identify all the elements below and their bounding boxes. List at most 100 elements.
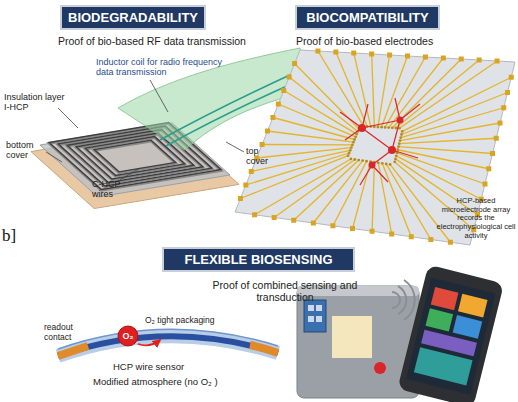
microelectrode-array	[483, 182, 488, 187]
oxygen-arrow	[138, 340, 160, 345]
part-label: Modified atmosphere (no O₂ )	[93, 377, 273, 388]
microelectrode-array	[397, 145, 400, 148]
microelectrode-array	[382, 163, 411, 236]
part-label: Insulation layer I-HCP	[4, 92, 66, 113]
microelectrode-array	[330, 223, 335, 228]
microelectrode-array	[354, 53, 371, 127]
microelectrode-array	[399, 138, 496, 143]
part-label: HCP wire sensor	[113, 362, 233, 373]
leader-lines	[120, 168, 140, 180]
neuron-cells	[388, 146, 396, 154]
neuron-cells	[340, 98, 420, 185]
part-label: top cover	[246, 146, 280, 167]
sensor-package	[304, 300, 326, 332]
microelectrode-array	[401, 108, 504, 138]
hcp-wire-sensor	[58, 329, 278, 356]
microelectrode-array	[276, 102, 281, 107]
microelectrode-array	[384, 126, 387, 129]
microelectrode-array	[486, 166, 491, 171]
microelectrode-array	[399, 61, 497, 128]
microelectrode-array	[348, 152, 351, 155]
microelectrode-array	[294, 160, 359, 220]
hcp-wire-sensor	[58, 329, 278, 349]
microelectrode-array	[387, 53, 392, 58]
part-label: bottom cover	[6, 140, 46, 161]
microelectrode-array	[509, 75, 514, 80]
part-label: O₂ tight packaging	[145, 316, 255, 326]
microelectrode-array	[350, 158, 353, 161]
rf-coil-stack	[94, 140, 175, 172]
microelectrode-array	[389, 163, 392, 166]
leader-lines	[150, 80, 168, 112]
rf-coil-stack	[31, 123, 239, 209]
microelectrode-array	[385, 163, 388, 166]
microelectrode-array	[238, 196, 243, 201]
microelectrode-array	[385, 57, 425, 127]
smartphone	[397, 265, 504, 402]
microelectrode-array	[249, 169, 254, 174]
section-subtitle: Proof of combined sensing and transducti…	[210, 279, 360, 303]
leader-lines	[58, 108, 78, 128]
microelectrode-array	[402, 93, 508, 135]
microelectrode-array	[292, 61, 297, 66]
sensor-package	[316, 316, 322, 322]
microelectrode-array	[459, 57, 464, 62]
microelectrode-array	[352, 141, 355, 144]
microelectrode-array	[289, 77, 358, 131]
sensor-package	[316, 305, 322, 311]
neuron-cells	[358, 124, 366, 132]
microelectrode-array	[354, 135, 357, 138]
microelectrode-array	[333, 50, 338, 55]
smartphone	[431, 287, 459, 310]
microelectrode-array	[441, 56, 446, 61]
microelectrode-array	[291, 218, 296, 223]
microelectrode-array	[393, 161, 396, 164]
microelectrode-array	[381, 162, 384, 165]
microelectrode-array	[477, 58, 482, 63]
microelectrode-array	[357, 159, 360, 162]
part-label: HCP-based microelectrode array records t…	[435, 197, 517, 240]
microelectrode-array	[347, 154, 350, 157]
smartphone	[458, 294, 488, 318]
microelectrode-array	[505, 90, 510, 95]
wireless-signal	[392, 280, 415, 320]
microelectrode-array	[273, 118, 355, 140]
neuron-cells	[397, 117, 404, 124]
microelectrode-array	[401, 130, 404, 133]
leader-lines	[46, 152, 62, 162]
microelectrode-array	[405, 54, 410, 59]
wireless-signal	[392, 292, 400, 308]
part-label: Inductor coil for radio frequency data t…	[96, 57, 236, 78]
rf-coil-stack	[85, 137, 185, 176]
microelectrode-array	[409, 234, 414, 239]
microelectrode-array	[394, 158, 397, 161]
microelectrode-array	[399, 139, 402, 142]
section-header: BIODEGRADABILITY	[60, 5, 206, 30]
section-title: BIODEGRADABILITY	[68, 10, 198, 25]
microelectrode-array	[243, 183, 248, 188]
microelectrode-array	[287, 75, 292, 80]
microelectrode-array	[260, 142, 265, 147]
microelectrode-array	[315, 49, 320, 54]
microelectrode-array	[372, 162, 374, 231]
part-label: readout contact	[44, 323, 84, 343]
section-subtitle: Proof of bio-based RF data transmission	[58, 35, 258, 47]
section-title: FLEXIBLE BIOSENSING	[184, 252, 332, 267]
microelectrode-array	[423, 55, 428, 60]
leader-lines	[226, 142, 244, 152]
microelectrode-array	[353, 138, 356, 141]
microelectrode-array	[351, 51, 356, 56]
microelectrode-array	[281, 88, 286, 93]
microelectrode-array	[494, 136, 499, 141]
microelectrode-array	[389, 232, 394, 237]
microelectrode-array	[365, 160, 368, 163]
microelectrode-array	[361, 159, 364, 162]
microelectrode-array	[377, 161, 380, 164]
wireless-signal	[404, 280, 415, 320]
hcp-wire-sensor	[250, 345, 278, 353]
section-title: BIOCOMPATIBILITY	[306, 10, 428, 25]
microelectrode-array	[395, 154, 398, 157]
microelectrode-array	[257, 148, 352, 158]
sensor-package	[308, 305, 314, 311]
